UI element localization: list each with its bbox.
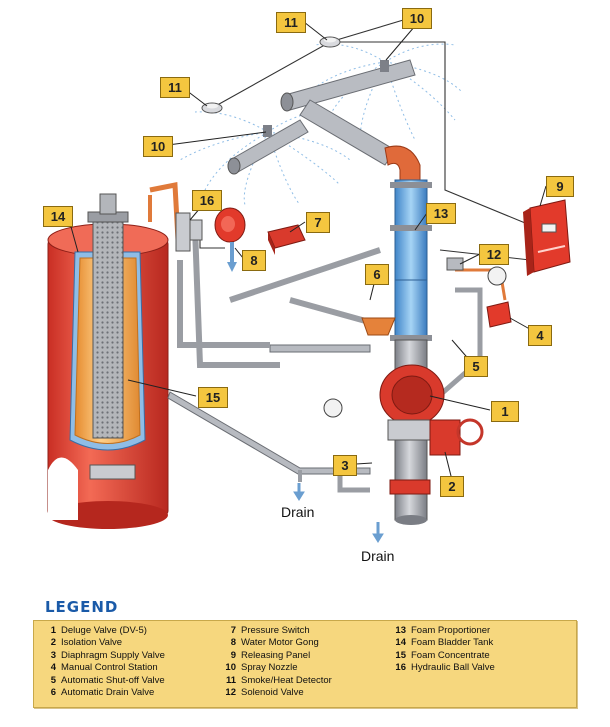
pressure-switch <box>267 224 306 255</box>
legend-item-label: Releasing Panel <box>241 649 311 661</box>
legend-item: 12 Solenoid Valve <box>224 687 332 699</box>
legend-item-label: Diaphragm Supply Valve <box>61 649 165 661</box>
legend-item-number: 7 <box>230 625 236 636</box>
legend-item-number: 4 <box>50 662 56 674</box>
legend-item: 2 Isolation Valve <box>44 637 165 649</box>
legend-item-label: Spray Nozzle <box>241 662 298 674</box>
legend-item: 9 Releasing Panel <box>224 650 332 662</box>
legend-item-label: Isolation Valve <box>61 637 123 649</box>
legend-item-label: Solenoid Valve <box>241 687 304 699</box>
callout-9: 9 <box>546 176 574 197</box>
piping <box>148 181 531 493</box>
legend-title: LEGEND <box>45 598 119 616</box>
callout-11-top: 11 <box>276 12 306 33</box>
legend-item-label: Hydraulic Ball Valve <box>411 662 495 674</box>
callout-4: 4 <box>528 325 552 346</box>
water-motor-gong <box>214 207 246 272</box>
legend-item-number: 15 <box>395 649 406 661</box>
callout-14: 14 <box>43 206 73 227</box>
releasing-panel <box>523 199 571 276</box>
legend-item-number: 9 <box>230 649 236 661</box>
deluge-foam-system-diagram <box>47 17 571 543</box>
hydraulic-ball-valve <box>175 212 203 252</box>
legend-item-label: Pressure Switch <box>241 625 310 636</box>
legend-item: 13 Foam Proportioner <box>394 625 495 637</box>
legend-item-label: Deluge Valve (DV-5) <box>61 625 147 636</box>
callout-11-left: 11 <box>160 77 190 98</box>
callout-10-right: 10 <box>402 8 432 29</box>
legend-item-label: Water Motor Gong <box>241 637 319 649</box>
callout-3: 3 <box>333 455 357 476</box>
legend-item-number: 1 <box>50 625 56 636</box>
legend-item: 16 Hydraulic Ball Valve <box>394 662 495 674</box>
legend-item-number: 6 <box>50 687 56 699</box>
callout-10-left: 10 <box>143 136 173 157</box>
legend-item: 3 Diaphragm Supply Valve <box>44 650 165 662</box>
legend-item-number: 11 <box>225 674 236 686</box>
legend-item-label: Automatic Drain Valve <box>61 687 155 699</box>
overhead-manifold <box>227 59 421 191</box>
legend-item-number: 3 <box>50 649 56 661</box>
callout-13: 13 <box>426 203 456 224</box>
legend-item-number: 14 <box>395 637 406 649</box>
legend-item-number: 10 <box>225 662 236 674</box>
legend-item-label: Foam Bladder Tank <box>411 637 494 649</box>
legend-item-label: Manual Control Station <box>61 662 158 674</box>
callout-8: 8 <box>242 250 266 271</box>
pressure-gauges <box>323 266 507 418</box>
legend-item: 4 Manual Control Station <box>44 662 165 674</box>
legend-item-number: 13 <box>395 625 406 636</box>
legend-column-2: 7 Pressure Switch 8 Water Motor Gong 9 Rele… <box>224 625 332 699</box>
foam-bladder-tank <box>47 193 169 529</box>
isolation-valve <box>389 418 484 495</box>
foam-proportioner <box>361 317 396 336</box>
legend-item-label: Foam Concentrate <box>411 649 490 661</box>
legend-item: 7 Pressure Switch <box>224 625 332 637</box>
callout-2: 2 <box>440 476 464 497</box>
legend-item-number: 5 <box>50 674 56 686</box>
legend-item: 1 Deluge Valve (DV-5) <box>44 625 165 637</box>
legend-item-number: 12 <box>225 687 236 699</box>
legend-item: 14 Foam Bladder Tank <box>394 637 495 649</box>
main-riser <box>390 179 432 525</box>
callout-15: 15 <box>198 387 228 408</box>
solenoid-valve <box>446 257 464 271</box>
legend-item: 10 Spray Nozzle <box>224 662 332 674</box>
legend-item-label: Foam Proportioner <box>411 625 491 636</box>
legend-item-label: Automatic Shut-off Valve <box>61 674 165 686</box>
drain-arrows <box>293 483 384 543</box>
callout-7: 7 <box>306 212 330 233</box>
callout-1: 1 <box>491 401 519 422</box>
legend-item-number: 2 <box>50 637 56 649</box>
legend-item: 6 Automatic Drain Valve <box>44 687 165 699</box>
deluge-valve <box>379 364 445 441</box>
legend-item-number: 8 <box>230 637 236 649</box>
callout-16: 16 <box>192 190 222 211</box>
legend-item-number: 16 <box>395 662 406 674</box>
callout-6: 6 <box>365 264 389 285</box>
legend-item: 11 Smoke/Heat Detector <box>224 675 332 687</box>
drain-label-right: Drain <box>361 548 395 564</box>
smoke-heat-detector-top <box>319 36 341 48</box>
callout-5: 5 <box>464 356 488 377</box>
legend-item-label: Smoke/Heat Detector <box>241 674 332 686</box>
legend-item: 15 Foam Concentrate <box>394 650 495 662</box>
legend-item: 5 Automatic Shut-off Valve <box>44 675 165 687</box>
legend-item: 8 Water Motor Gong <box>224 637 332 649</box>
manual-control-station <box>486 301 512 328</box>
drain-label-left: Drain <box>281 504 315 520</box>
callout-12: 12 <box>479 244 509 265</box>
